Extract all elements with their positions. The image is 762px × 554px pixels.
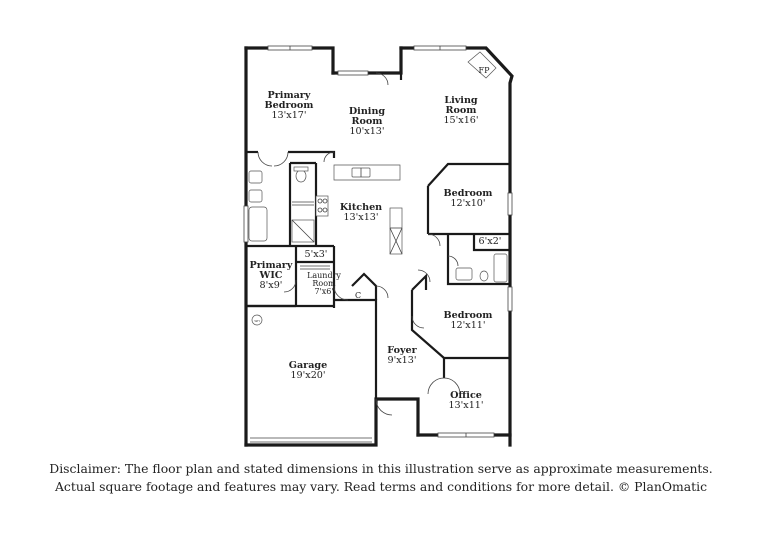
room-name: Kitchen — [340, 202, 382, 213]
disclaimer-line-2: Actual square footage and features may v… — [54, 479, 708, 494]
sink-icon — [248, 189, 263, 203]
room-foyer: Foyer 9'x13' — [387, 345, 417, 366]
bathtub-icon — [248, 206, 268, 242]
room-living: Living Room 15'x16' — [443, 95, 478, 126]
room-name: Bedroom — [444, 310, 493, 321]
sink-icon — [248, 170, 263, 184]
room-labels: Primary Bedroom 13'x17' Dining Room 10'x… — [250, 66, 502, 411]
sink-icon — [455, 267, 473, 281]
range-icon — [315, 195, 329, 217]
room-name: Garage — [289, 360, 328, 371]
room-name: Laundry — [307, 271, 341, 280]
toilet-tank-icon — [293, 166, 309, 172]
room-name: Dining — [349, 106, 386, 117]
room-primary-bedroom: Primary Bedroom 13'x17' — [265, 90, 314, 121]
water-heater-label: WH — [254, 319, 259, 323]
room-dimension: 15'x16' — [443, 115, 478, 126]
fireplace-label: FP — [479, 66, 491, 75]
room-dimension: 7'x6' — [314, 287, 333, 296]
room-name: Bedroom — [265, 100, 314, 111]
disclaimer-line-1: Disclaimer: The floor plan and stated di… — [49, 461, 713, 476]
room-name: Room — [352, 116, 383, 127]
room-name: Primary — [250, 260, 293, 271]
bathtub-icon — [493, 253, 508, 283]
room-name: Room — [312, 279, 336, 288]
room-dimension: 6'x2' — [479, 236, 502, 247]
garage-door — [250, 437, 372, 443]
room-bedroom-2: Bedroom 12'x11' — [444, 310, 493, 331]
room-primary-wic: Primary WIC 8'x9' — [250, 260, 293, 291]
room-dimension: 13'x17' — [271, 110, 306, 121]
toilet-icon — [479, 270, 489, 282]
room-dimension: 13'x13' — [343, 212, 378, 223]
kitchen-island-icon — [389, 207, 403, 255]
room-dimension: 12'x10' — [450, 198, 485, 209]
fireplace-icon — [467, 51, 497, 79]
room-garage: Garage 19'x20' — [289, 360, 328, 381]
room-dimension: 5'x3' — [305, 249, 328, 260]
room-name: WIC — [259, 270, 283, 281]
room-dimension: 13'x11' — [448, 400, 483, 411]
room-name: Living — [444, 95, 478, 106]
room-kitchen: Kitchen 13'x13' — [340, 202, 382, 223]
room-name: Primary — [268, 90, 311, 101]
door-swings — [257, 72, 461, 416]
room-name: Room — [446, 105, 477, 116]
room-dimension: 9'x13' — [388, 355, 417, 366]
room-dimension: 12'x11' — [450, 320, 485, 331]
toilet-icon — [295, 169, 307, 183]
room-dining: Dining Room 10'x13' — [349, 106, 386, 137]
interior-walls — [246, 73, 510, 399]
room-laundry: Laundry Room 7'x6' — [307, 271, 341, 296]
water-heater-icon — [251, 314, 263, 326]
room-office: Office 13'x11' — [448, 390, 483, 411]
windows — [243, 45, 513, 438]
room-dimension: 8'x9' — [260, 280, 283, 291]
room-dimension: 10'x13' — [349, 126, 384, 137]
coat-closet-label: C — [355, 291, 361, 300]
room-name: Office — [450, 390, 482, 401]
room-dimension: 19'x20' — [290, 370, 325, 381]
room-name: Foyer — [387, 345, 417, 356]
room-name: Bedroom — [444, 188, 493, 199]
room-bedroom-1: Bedroom 12'x10' — [444, 188, 493, 209]
fixtures — [248, 51, 508, 326]
